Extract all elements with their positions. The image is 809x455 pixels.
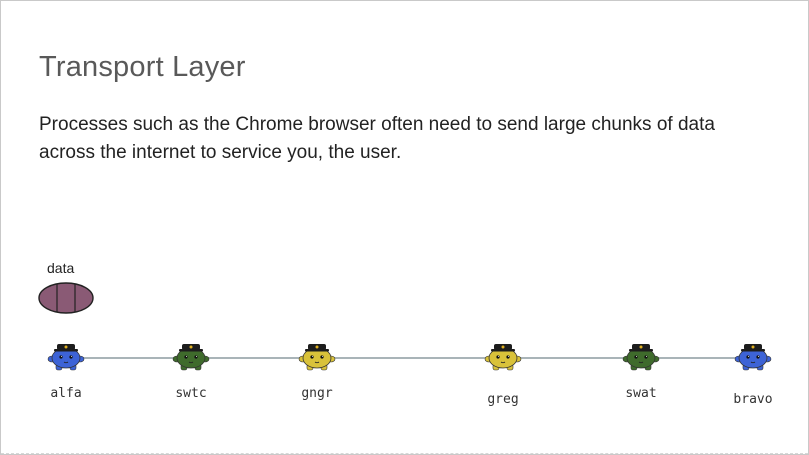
data-packet-icon (38, 282, 94, 314)
nodes-layer: alfa swtc gngr greg swat bravo (47, 344, 773, 407)
node-label-swtc: swtc (175, 386, 206, 401)
packet-layer (38, 282, 94, 314)
node-label-bravo: bravo (733, 392, 772, 407)
node-swtc-icon (172, 344, 210, 371)
slide-title: Transport Layer (39, 51, 246, 83)
node-gngr-icon (298, 344, 336, 371)
node-label-greg: greg (487, 392, 518, 407)
node-swat-icon (622, 344, 660, 371)
slide-body-text: Processes such as the Chrome browser oft… (39, 114, 715, 163)
node-bravo-icon (734, 344, 772, 371)
slide-bottom-border (1, 453, 808, 454)
node-label-alfa: alfa (50, 386, 81, 401)
node-label-gngr: gngr (301, 386, 332, 401)
node-alfa-icon (47, 344, 85, 371)
node-greg-icon (484, 344, 522, 371)
node-label-swat: swat (625, 386, 656, 401)
packet-label: data (47, 260, 75, 276)
